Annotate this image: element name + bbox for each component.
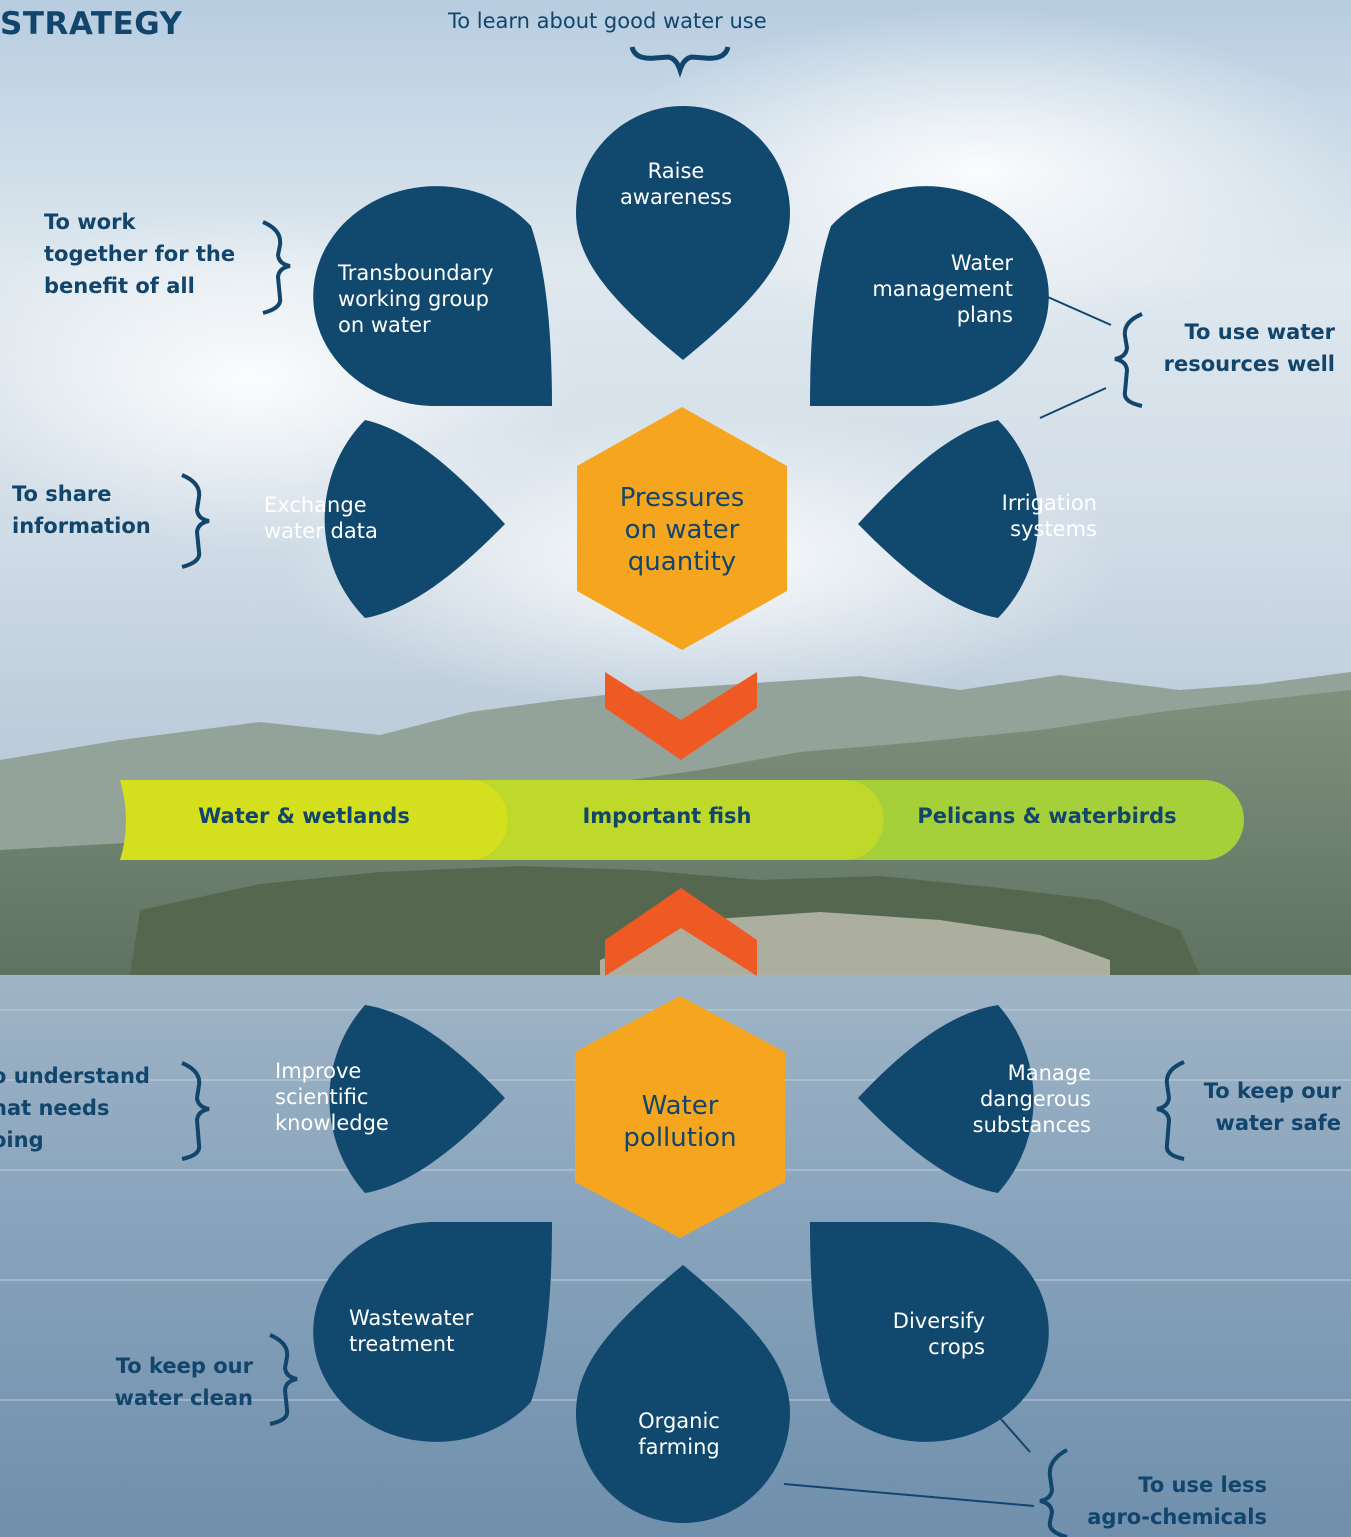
label-dangerous: Manage dangerous substances [972,1061,1091,1137]
top-brace [629,46,731,78]
label-irrigation: Irrigation systems [1001,491,1097,541]
label-exchange-data: Exchange water data [264,493,378,543]
label-raise-awareness: Raise awareness [619,159,733,209]
petal-scientific [329,1005,505,1193]
label-scientific: Improve scientific knowledge [275,1059,389,1135]
label-diversify: Diversify crops [892,1309,985,1359]
brace-keep-safe [1156,1060,1185,1161]
hexagon-water-pollution [575,996,785,1238]
petal-transboundary [313,186,552,406]
band-label-water: Water & wetlands [198,804,410,828]
leader-line [999,1417,1031,1453]
petal-wastewater [313,1222,552,1442]
label-organic: Organic farming [638,1409,720,1459]
band-segment-fish [470,780,884,860]
label-water-pollution: Water pollution [623,1091,737,1153]
leader-line [1039,387,1107,419]
band-label-birds: Pelicans & waterbirds [917,804,1177,828]
label-water-plans: Water management plans [872,251,1013,327]
band-segment-water [120,780,508,860]
petal-organic [576,1265,790,1523]
label-transboundary: Transboundary working group on water [338,261,494,337]
brace-understand [181,1061,210,1161]
page-title: STRATEGY [0,6,183,42]
note-share-info: To share information [12,482,151,538]
label-wastewater: Wastewater treatment [349,1306,474,1356]
brace-keep-clean [269,1333,298,1426]
note-less-chemicals: To use less agro-chemicals [1087,1473,1267,1529]
note-use-resources: To use water resources well [1163,320,1335,376]
petal-exchange-data [324,420,505,618]
hexagon-water-quantity [577,407,787,650]
top-note: To learn about good water use [448,9,767,33]
note-work-together: To work together for the benefit of all [44,210,236,298]
petal-irrigation [858,420,1039,618]
up-arrow [605,888,757,976]
note-understand: o understand hat needs oing [0,1064,150,1152]
brace-less-chemicals [1039,1448,1068,1537]
petal-diversify [810,1222,1049,1442]
petal-dangerous [858,1005,1034,1193]
leader-line [783,1483,1035,1507]
cloud [600,10,1351,330]
label-water-quantity: Pressures on water quantity [619,483,745,577]
petal-raise-awareness [576,106,790,360]
petal-water-plans [810,186,1049,406]
band-segment-birds [846,780,1244,860]
brace-share-info [181,473,210,569]
brace-use-resources [1114,312,1143,408]
leader-line [1040,293,1112,326]
brace-work-together [262,220,291,315]
down-arrow [605,672,757,760]
band-label-fish: Important fish [582,804,752,828]
note-keep-safe: To keep our water safe [1203,1079,1341,1135]
note-keep-clean: To keep our water clean [114,1354,253,1410]
